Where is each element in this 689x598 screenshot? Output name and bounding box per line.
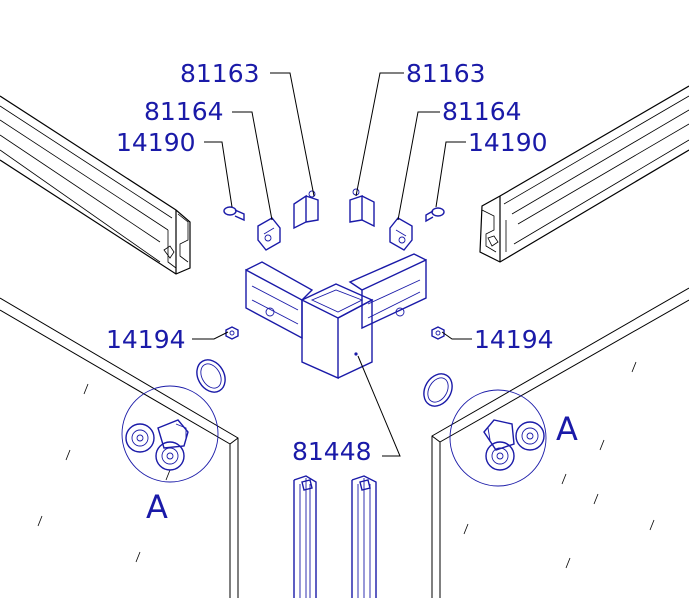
label-14194-right: 14194 [474,325,554,354]
nut-14194-left [225,326,239,340]
label-81163-left: 81163 [180,59,260,88]
clip-81163-right [349,188,375,228]
label-14194-left: 14194 [106,325,186,354]
screw-14190-right [425,207,445,223]
nut-14194-right [431,326,445,340]
ring-left [196,359,226,393]
label-detail-a-left: A [146,488,168,526]
vertical-profile-left [293,475,317,598]
label-81448: 81448 [292,437,372,466]
label-detail-a-right: A [556,410,578,448]
screw-14190-left [223,206,245,222]
label-81164-right: 81164 [442,97,522,126]
left-rail-profile [0,95,191,275]
vertical-profile-right [351,475,377,598]
label-81163-right: 81163 [406,59,486,88]
leader-lines [192,72,472,457]
right-rail-profile [479,85,689,263]
left-glass-panel [0,297,239,598]
clip-81163-left [293,190,319,230]
label-14190-left: 14190 [116,128,196,157]
block-81164-right [389,217,413,251]
detail-circle-right [449,389,547,487]
label-14190-right: 14190 [468,128,548,157]
ring-right [423,373,453,407]
detail-circle-left [121,385,219,483]
corner-connector [245,253,427,380]
right-glass-panel [431,287,689,598]
block-81164-left [257,217,281,251]
label-81164-left: 81164 [144,97,224,126]
